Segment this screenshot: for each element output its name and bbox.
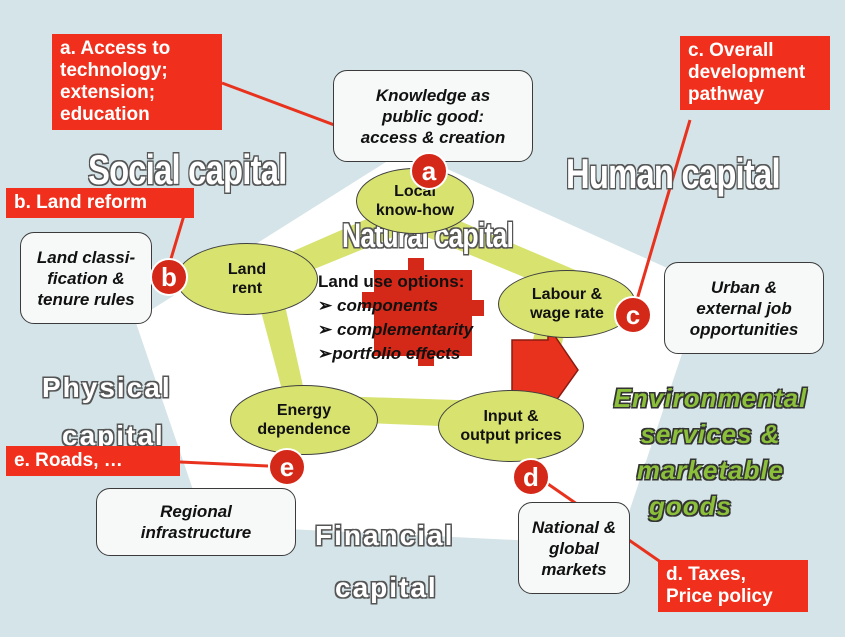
oval-input-output: Input & output prices <box>438 390 584 462</box>
box-urban-line2: external job <box>696 298 792 318</box>
oval-labour-line1: Labour & <box>531 286 603 303</box>
badge-d: d <box>512 458 550 496</box>
physical-capital-label-2: capital <box>62 420 165 451</box>
label-a-line2: technology; <box>60 60 168 81</box>
box-urban-line1: Urban & <box>710 277 778 297</box>
oval-energy: Energy dependence <box>230 385 378 455</box>
badge-b: b <box>150 258 188 296</box>
label-d-taxes-price-policy: d. Taxes, Price policy <box>658 560 808 612</box>
oval-input-line2: output prices <box>460 427 562 444</box>
env-line3: marketable <box>636 455 785 485</box>
box-national-line1: National & <box>531 517 617 537</box>
label-a-access-technology: a. Access to technology; extension; educ… <box>52 34 222 130</box>
box-regional-line2: infrastructure <box>140 523 252 542</box>
connector-b <box>168 211 187 263</box>
label-e-roads: e. Roads, … <box>6 446 180 476</box>
physical-capital-label-1: Physical <box>42 372 172 403</box>
oval-energy-line1: Energy <box>276 402 332 419</box>
box-land-class-line2: fication & <box>47 268 125 288</box>
oval-land-rent: Land rent <box>176 243 318 315</box>
oval-input-line1: Input & <box>483 408 539 425</box>
box-knowledge-line1: Knowledge as <box>375 85 491 105</box>
env-line4: goods <box>649 491 732 521</box>
label-d-line2: Price policy <box>666 586 773 607</box>
label-d-line1: d. Taxes, <box>666 564 746 585</box>
land-use-item: complementarity <box>336 320 474 339</box>
oval-energy-line2: dependence <box>257 421 351 438</box>
box-land-classification: Land classi-fication &tenure rules <box>20 232 152 324</box>
box-urban-line3: opportunities <box>689 319 799 339</box>
oval-land-rent-line2: rent <box>231 280 263 297</box>
oval-labour-line2: wage rate <box>530 305 604 322</box>
land-use-item: components <box>336 296 439 315</box>
land-use-title: Land use options: <box>318 272 465 291</box>
puzzle-icon <box>362 258 484 366</box>
label-c-line1: c. Overall <box>688 40 774 61</box>
label-b-land-reform: b. Land reform <box>6 188 194 218</box>
land-use-options: Land use options: ➢ components ➢ complem… <box>318 270 473 366</box>
box-knowledge-line2: public good: <box>382 106 484 126</box>
env-line1: Environmental <box>613 383 808 413</box>
box-land-class-line3: tenure rules <box>37 289 135 309</box>
financial-capital-label-2: capital <box>335 572 438 603</box>
box-national-line2: global <box>548 538 600 558</box>
label-c-development-pathway: c. Overall development pathway <box>680 36 830 110</box>
oval-local-line2: know-how <box>375 202 455 219</box>
connector-c <box>634 119 692 304</box>
bullet-icon: ➢ <box>318 296 333 315</box>
oval-labour: Labour & wage rate <box>498 270 636 338</box>
bullet-icon: ➢ <box>318 320 333 339</box>
badge-a: a <box>410 152 448 190</box>
land-use-item: portfolio effects <box>332 344 461 363</box>
env-line2: services & <box>640 419 781 449</box>
label-a-line4: education <box>60 104 150 125</box>
connector-e <box>179 460 269 468</box>
box-regional-line1: Regional <box>160 502 232 521</box>
social-capital-label: Social capital <box>88 146 287 193</box>
oval-land-rent-line1: Land <box>227 261 267 278</box>
label-c-line3: pathway <box>688 84 765 105</box>
financial-capital-label-1: Financial <box>315 520 455 551</box>
label-c-line2: development <box>688 62 806 83</box>
environmental-services-label: Environmental services & marketable good… <box>578 380 843 524</box>
human-capital-label: Human capital <box>566 150 781 197</box>
box-land-class-line1: Land classi- <box>36 247 136 267</box>
box-national-line3: markets <box>541 559 607 579</box>
label-a-line3: extension; <box>60 82 156 103</box>
box-knowledge-line3: access & creation <box>360 127 506 147</box>
bullet-icon: ➢ <box>318 344 333 363</box>
badge-c: c <box>614 296 652 334</box>
badge-e: e <box>268 448 306 486</box>
label-a-line1: a. Access to <box>60 38 171 59</box>
box-regional: Regional infrastructure <box>96 488 296 556</box>
